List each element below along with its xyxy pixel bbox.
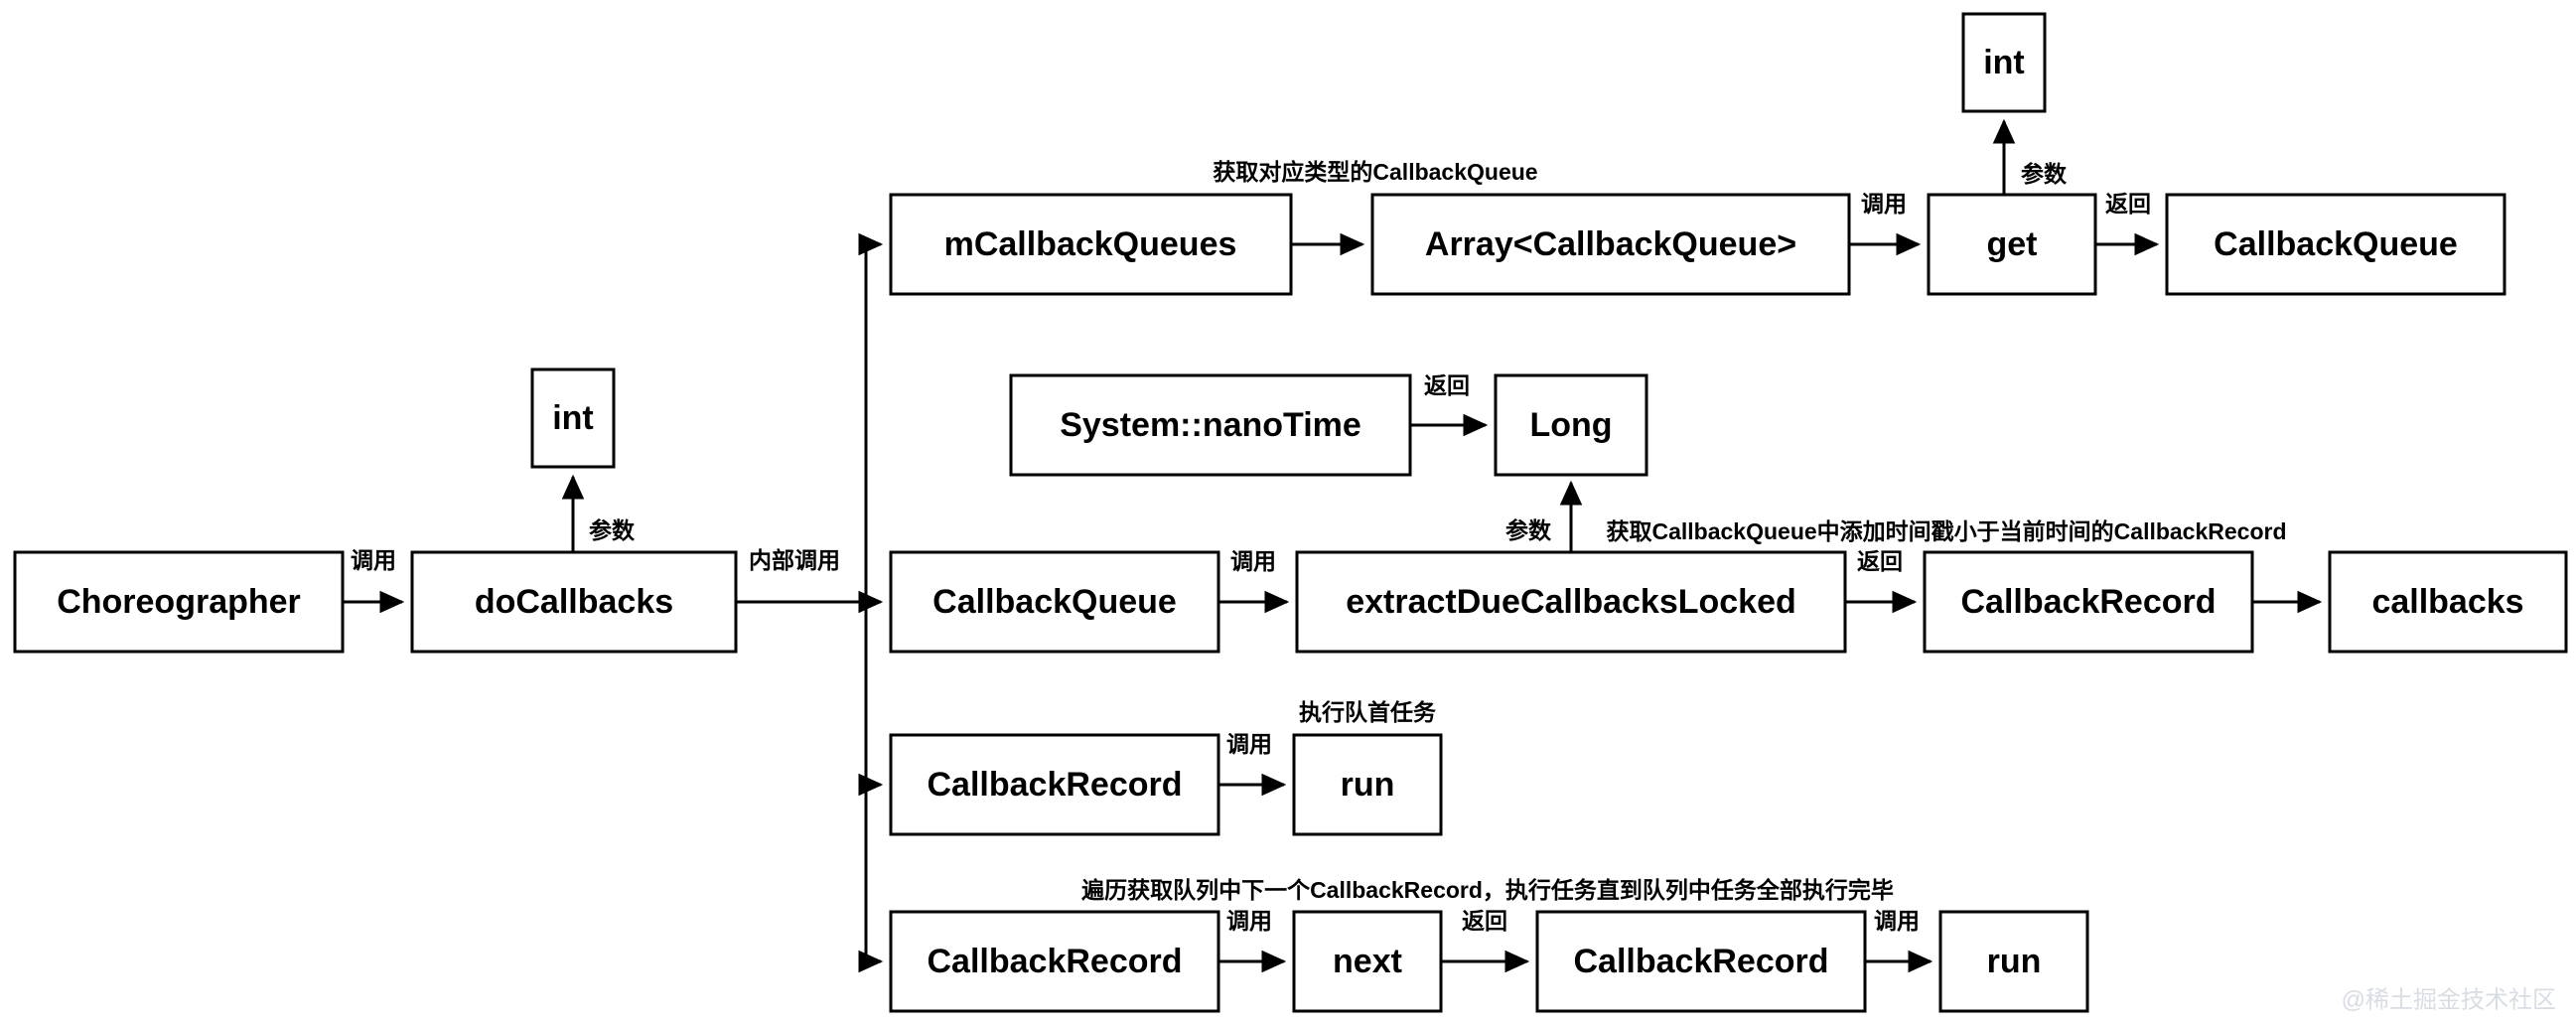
edge-label-extract-to-callback-record: 返回 [1857,548,1903,574]
note-iterate-queue-label: 遍历获取队列中下一个CallbackRecord，执行任务直到队列中任务全部执行… [1081,877,1894,903]
node-callback-record-next-label: CallbackRecord [1574,943,1829,980]
node-callbacks-label: callbacks [2371,583,2523,621]
edge-label-callback-queue-to-extract: 调用 [1230,548,1276,574]
edge-label-get-to-callback-queue: 返回 [2105,191,2151,217]
edge-label-callback-record-to-next: 调用 [1226,908,1272,934]
note-iterate-queue: 遍历获取队列中下一个CallbackRecord，执行任务直到队列中任务全部执行… [1081,877,1894,903]
node-int-param-get[interactable]: int [1961,12,2047,113]
edge-label-next-to-callback-record: 返回 [1462,908,1507,934]
node-callback-queue-returned[interactable]: CallbackQueue [2165,193,2506,296]
node-int-param-do-callbacks-label: int [552,399,594,437]
node-do-callbacks-label: doCallbacks [475,583,673,621]
node-get-label: get [1987,225,2038,263]
node-array-callback-queue-label: Array<CallbackQueue> [1425,225,1796,263]
node-choreographer-label: Choreographer [57,583,301,621]
node-long[interactable]: Long [1494,373,1648,477]
note-run-head-task: 执行队首任务 [1299,699,1437,725]
edge-nano-time-to-long: 返回 [1410,372,1489,437]
node-m-callback-queues-label: mCallbackQueues [944,225,1237,263]
edge-get-to-callback-queue: 返回 [2095,191,2160,256]
edge-label-array-to-get: 调用 [1861,191,1907,217]
edge-array-to-get: 调用 [1849,191,1922,256]
edge-label-get-to-int: 参数 [2021,161,2068,187]
edge-label-choreographer-to-do-callbacks: 调用 [351,547,396,573]
node-callback-record-next[interactable]: CallbackRecord [1535,910,1867,1013]
edge-do-callbacks-to-int: 参数 [561,474,636,552]
node-callback-record-head[interactable]: CallbackRecord [889,733,1220,836]
node-callback-record-returned-label: CallbackRecord [1961,583,2217,621]
node-callback-queue[interactable]: CallbackQueue [889,550,1220,654]
node-callback-record-iter-label: CallbackRecord [928,943,1183,980]
node-run-head-label: run [1341,766,1395,804]
note-get-callback-queue-by-type-label: 获取对应类型的CallbackQueue [1213,159,1537,185]
node-extract-due-callbacks-locked-label: extractDueCallbacksLocked [1346,583,1796,621]
edge-label-do-callbacks-internal: 内部调用 [749,547,840,573]
edge-label-long-to-extract: 参数 [1505,517,1552,543]
edge-callback-record-to-run: 调用 [1218,731,1287,797]
edge-callback-record-to-next: 调用 [1218,908,1287,973]
note-run-head-task-label: 执行队首任务 [1299,699,1437,725]
node-get[interactable]: get [1927,193,2097,296]
edge-callback-queue-to-extract: 调用 [1218,548,1290,614]
node-next[interactable]: next [1292,910,1443,1013]
node-int-param-do-callbacks[interactable]: int [530,367,616,469]
edge-callback-record-next-to-run: 调用 [1865,908,1933,973]
note-get-callback-queue-by-type: 获取对应类型的CallbackQueue [1213,159,1537,185]
edge-get-to-int: 参数 [1992,118,2068,195]
edge-choreographer-to-do-callbacks: 调用 [343,547,405,614]
node-long-label: Long [1529,406,1612,444]
node-run-head[interactable]: run [1292,733,1443,836]
node-do-callbacks[interactable]: doCallbacks [410,550,738,654]
node-callback-record-iter[interactable]: CallbackRecord [889,910,1220,1013]
node-next-label: next [1333,943,1402,980]
edge-label-nano-time-to-long: 返回 [1424,372,1470,398]
node-callbacks[interactable]: callbacks [2328,550,2568,654]
edge-do-callbacks-internal-trunk: 内部调用 [736,232,884,973]
watermark: @稀土掘金技术社区 [2342,986,2556,1013]
node-m-callback-queues[interactable]: mCallbackQueues [889,193,1293,296]
edge-next-to-callback-record: 返回 [1441,908,1530,973]
node-array-callback-queue[interactable]: Array<CallbackQueue> [1370,193,1851,296]
node-int-param-get-label: int [1983,44,2025,81]
edge-extract-to-callback-record: 返回 [1845,548,1918,614]
note-extract-due-records-label: 获取CallbackQueue中添加时间戳小于当前时间的CallbackReco… [1606,518,2286,544]
edge-label-callback-record-next-to-run: 调用 [1874,908,1920,934]
node-callback-queue-returned-label: CallbackQueue [2214,225,2458,263]
note-extract-due-records: 获取CallbackQueue中添加时间戳小于当前时间的CallbackReco… [1606,518,2286,544]
edge-long-to-extract: 参数 [1505,480,1583,552]
node-run-next[interactable]: run [1938,910,2089,1013]
node-system-nano-time[interactable]: System::nanoTime [1009,373,1412,477]
node-choreographer[interactable]: Choreographer [13,550,345,654]
edge-label-callback-record-to-run: 调用 [1226,731,1272,757]
node-callback-record-head-label: CallbackRecord [928,766,1183,804]
node-run-next-label: run [1987,943,2042,980]
node-system-nano-time-label: System::nanoTime [1060,406,1361,444]
edge-label-do-callbacks-to-int: 参数 [589,517,636,543]
node-callback-record-returned[interactable]: CallbackRecord [1923,550,2254,654]
node-extract-due-callbacks-locked[interactable]: extractDueCallbacksLocked [1295,550,1847,654]
node-callback-queue-label: CallbackQueue [932,583,1177,621]
